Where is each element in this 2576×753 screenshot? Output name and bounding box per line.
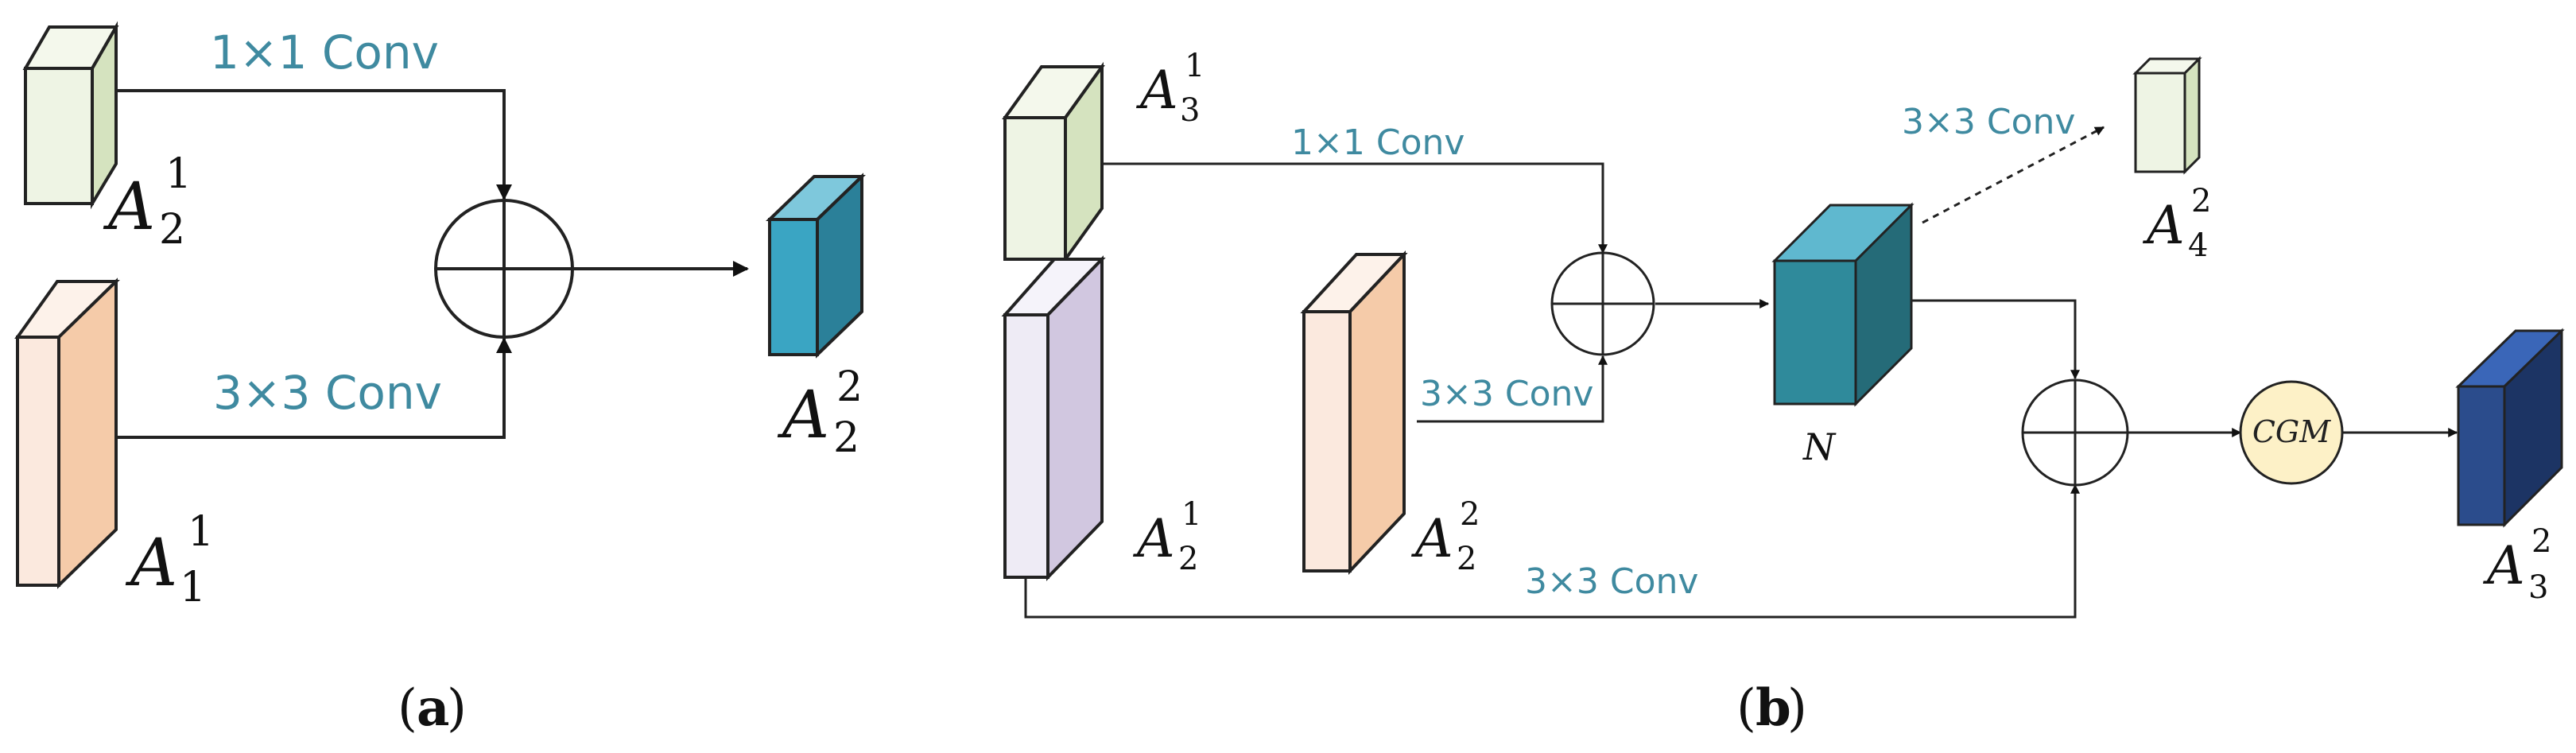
label-b-a2-2: A 2 2 xyxy=(1410,496,1480,577)
block-a1-1 xyxy=(14,278,120,589)
svg-text:1: 1 xyxy=(188,508,214,556)
label-a3-2: A 2 3 xyxy=(2482,523,2551,606)
block-a2-1 xyxy=(22,21,119,210)
label-a2-2: A 2 2 xyxy=(777,363,863,462)
cgm-module: CGM xyxy=(2239,380,2344,485)
conv-label-b-3x3-dashed: 3×3 Conv xyxy=(1902,102,2075,142)
svg-text:): ) xyxy=(447,679,467,738)
svg-text:1: 1 xyxy=(1181,496,1201,533)
svg-text:2: 2 xyxy=(836,363,863,411)
svg-text:b: b xyxy=(1755,678,1791,738)
svg-text:2: 2 xyxy=(1460,496,1480,533)
svg-text:2: 2 xyxy=(159,206,185,254)
label-a3-1: A 1 3 xyxy=(1135,48,1205,129)
arrow-b-n-to-add xyxy=(1911,299,2080,380)
svg-text:A: A xyxy=(1410,508,1453,569)
svg-text:A: A xyxy=(1132,508,1175,569)
block-a4-2 xyxy=(2132,56,2202,175)
svg-text:A: A xyxy=(2142,195,2185,256)
arrow-a-top xyxy=(116,89,512,200)
svg-text:1: 1 xyxy=(180,564,206,611)
label-a2-1: A 1 2 xyxy=(103,150,192,254)
svg-text:A: A xyxy=(1135,60,1178,121)
svg-text:(: ( xyxy=(1736,679,1756,738)
add-node-b2 xyxy=(2021,378,2129,487)
block-b-a2-1 xyxy=(1001,255,1106,581)
svg-text:4: 4 xyxy=(2188,227,2208,264)
label-a1-1: A 1 1 xyxy=(125,508,214,611)
label-n: N xyxy=(1802,425,1837,468)
caption-b: ( b ) xyxy=(1736,678,1807,738)
conv-label-a-bottom: 3×3 Conv xyxy=(213,366,442,420)
block-a3-2 xyxy=(2455,328,2565,528)
svg-text:2: 2 xyxy=(1457,541,1476,577)
label-a4-2: A 2 4 xyxy=(2142,183,2211,264)
block-a3-1 xyxy=(1002,61,1105,265)
conv-label-b-3x3-bottom: 3×3 Conv xyxy=(1525,561,1698,602)
svg-text:(: ( xyxy=(398,679,417,738)
block-a2-2 xyxy=(766,173,866,359)
svg-text:1: 1 xyxy=(165,150,192,198)
conv-label-b-3x3-mid: 3×3 Conv xyxy=(1420,374,1593,414)
arrow-b-1x1 xyxy=(1102,162,1608,254)
add-node-a xyxy=(434,199,574,339)
svg-text:3: 3 xyxy=(2528,569,2548,606)
svg-text:3: 3 xyxy=(1180,92,1200,129)
svg-text:2: 2 xyxy=(833,414,859,462)
arrow-b-3x3-mid xyxy=(1417,355,1608,423)
svg-text:a: a xyxy=(417,678,449,738)
svg-text:): ) xyxy=(1787,679,1807,738)
svg-text:2: 2 xyxy=(2531,523,2551,560)
arrow-b-bottom xyxy=(1024,483,2080,619)
label-b-a2-1: A 1 2 xyxy=(1132,496,1201,577)
block-b-a2-2 xyxy=(1300,250,1408,576)
svg-text:A: A xyxy=(2482,535,2525,596)
conv-label-b-1x1: 1×1 Conv xyxy=(1291,122,1465,163)
svg-text:A: A xyxy=(103,169,155,245)
add-node-b1 xyxy=(1550,251,1655,356)
arrow-a-bottom xyxy=(116,337,512,439)
caption-a: ( a ) xyxy=(398,678,467,738)
cgm-label: CGM xyxy=(2252,414,2331,449)
svg-text:1: 1 xyxy=(1185,48,1205,84)
svg-text:A: A xyxy=(777,378,829,453)
svg-text:2: 2 xyxy=(1178,541,1198,577)
block-n xyxy=(1771,202,1915,407)
conv-label-a-top: 1×1 Conv xyxy=(210,25,439,80)
arrow-b-dashed xyxy=(1922,126,2105,224)
svg-text:A: A xyxy=(125,526,177,601)
svg-text:2: 2 xyxy=(2191,183,2211,219)
